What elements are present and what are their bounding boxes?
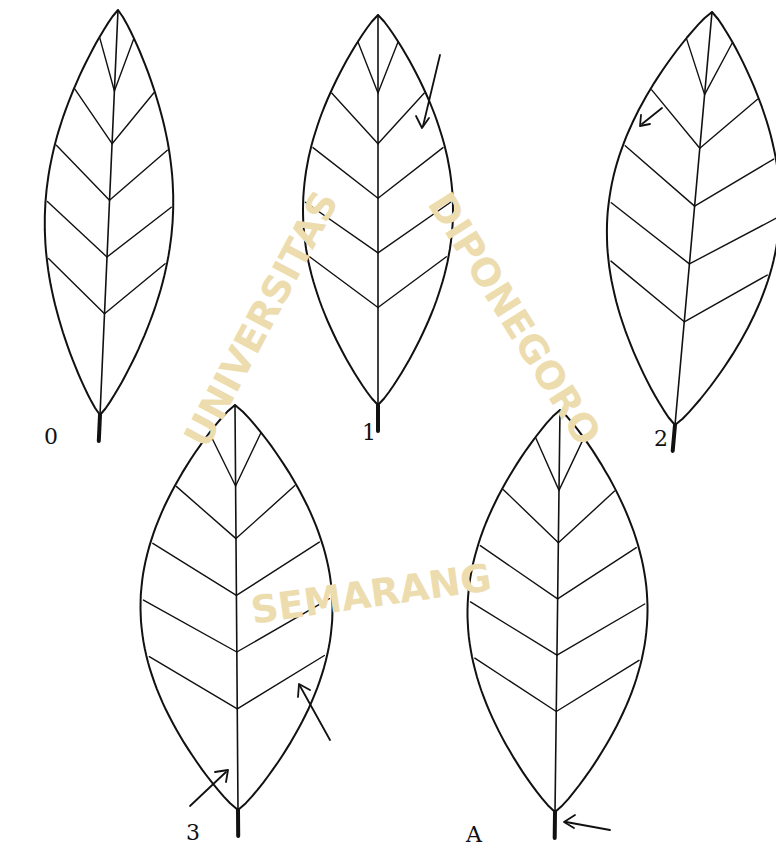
leaf-vein [56,145,109,200]
leaf-vein [236,433,261,486]
leaf-outline [45,10,173,415]
leaf-vein [705,43,733,95]
leaf-vein [358,42,378,93]
leaf-vein [112,93,154,144]
leaf-vein [684,275,767,322]
leaf-vein [176,486,236,538]
arrow-head [416,116,429,128]
leaf-midrib [555,410,560,812]
leaf-vein [107,207,171,257]
pointer-arrow [190,772,226,806]
leaf-vein [695,159,774,206]
leaf-vein [236,486,295,539]
leaf-vein [536,438,559,491]
leaf-petiole [99,415,100,441]
leaf-midrib [100,10,118,415]
figure-number: 1 [362,422,376,444]
leaf-petiole [236,810,240,836]
pointer-arrow [566,822,610,830]
leaf-vein [378,148,443,199]
leaf-vein [237,656,324,709]
leaf-petiole [673,425,675,451]
leaf-vein [47,202,107,257]
leaf-vein [689,218,776,264]
leaf-petiole [376,405,380,431]
leaf-vein [556,660,639,711]
leaf-vein [557,604,645,655]
leaf-vein [105,264,166,314]
leaf-vein [378,42,398,93]
leaf-midrib [675,12,712,425]
leaf-vein [149,657,237,709]
pointer-arrow [423,55,440,126]
leaf-vein [153,543,237,595]
leaf-vein [144,600,237,652]
figure-number: 0 [44,426,58,448]
arrow-head [215,770,228,782]
figure-number: 2 [654,428,668,450]
arrow-head [640,115,650,126]
leaf-vein [475,658,557,711]
leaf-vein [652,90,700,148]
leaf-vein [49,259,105,314]
leaf-vein [114,39,133,91]
leaf-vein [625,146,694,206]
leaf-vein [558,491,614,543]
watermark-text: SEMARANG [249,558,494,629]
watermark-text: DIPONEGORO [422,187,607,452]
leaf-vein [558,548,637,599]
pointer-arrow [642,108,662,124]
leaf-vein [110,150,168,200]
leaf-vein [75,89,112,144]
leaf-midrib [377,15,379,405]
leaf-vein [700,99,758,148]
arrow-head [564,815,575,828]
leaf-vein [471,602,558,655]
leaf-outline [468,410,648,812]
leaf-petiole [553,812,557,838]
leaf-midrib [235,405,238,810]
arrow-head [298,684,310,697]
figure-number: A [466,824,482,846]
figure-number: 3 [186,822,200,844]
leaf-outline [607,12,776,425]
pointer-arrow [300,686,330,740]
leaf-vein [687,39,705,95]
leaf-vein [332,93,378,144]
leaf-vein [611,261,684,322]
leaf-vein [378,257,446,308]
watermark-text: UNIVERSITAS [178,185,344,452]
leaf-vein [310,257,378,308]
leaf-vein [611,203,689,264]
leaf-vein [503,490,558,543]
leaf-vein [100,38,115,91]
